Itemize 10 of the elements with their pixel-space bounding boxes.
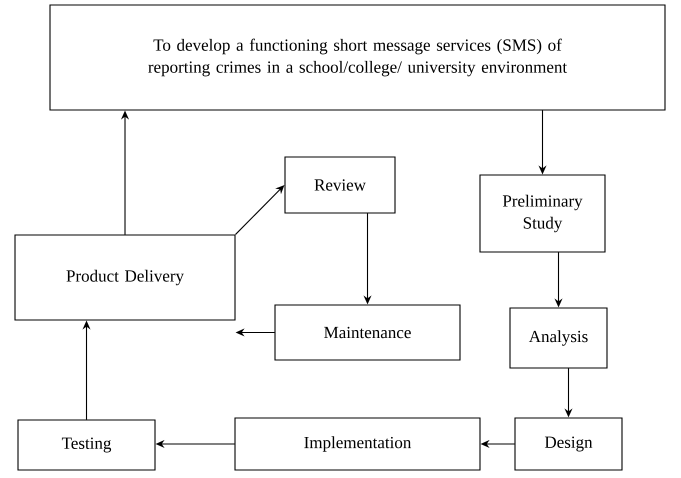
process-box: Design bbox=[514, 417, 623, 471]
goal-box: To develop a functioning short message services (SMS) of reporting crimes in a school/college/ university environment bbox=[49, 4, 666, 111]
arrow bbox=[235, 185, 284, 235]
process-box: Preliminary Study bbox=[479, 174, 606, 253]
process-box: Implementation bbox=[234, 417, 481, 471]
process-box: Testing bbox=[17, 419, 156, 471]
process-box: Maintenance bbox=[274, 304, 461, 361]
process-box: Review bbox=[284, 156, 396, 214]
process-box: Product Delivery bbox=[14, 234, 236, 321]
process-box: Analysis bbox=[509, 307, 608, 369]
